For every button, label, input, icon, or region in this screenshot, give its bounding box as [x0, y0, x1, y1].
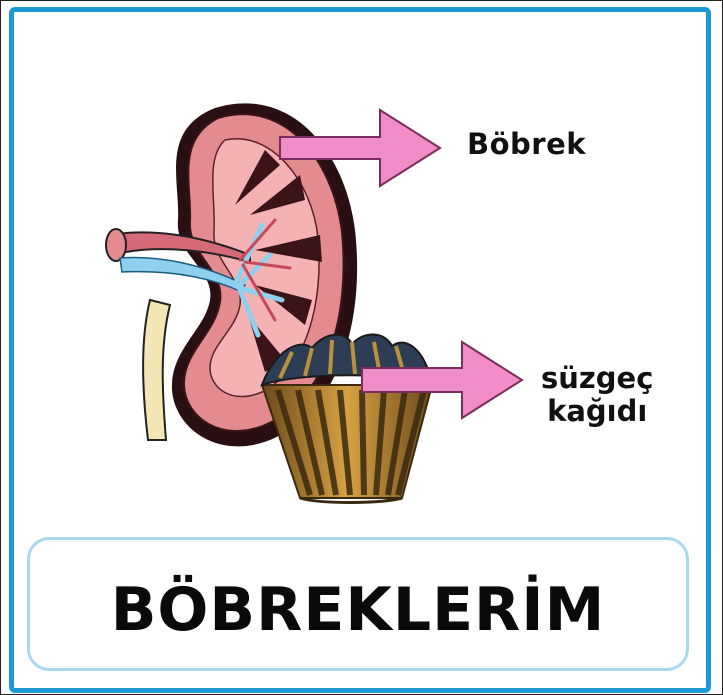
filter-paper-label-line1: süzgeç	[541, 362, 653, 395]
filter-paper-illustration	[262, 334, 432, 502]
filter-paper-label-line2: kağıdı	[541, 395, 653, 428]
page-title: BÖBREKLERİM	[30, 580, 686, 640]
ureter	[143, 300, 170, 440]
filter-paper-label: süzgeç kağıdı	[541, 362, 653, 428]
kidney-label: Böbrek	[467, 130, 586, 159]
title-box: BÖBREKLERİM	[27, 537, 689, 671]
